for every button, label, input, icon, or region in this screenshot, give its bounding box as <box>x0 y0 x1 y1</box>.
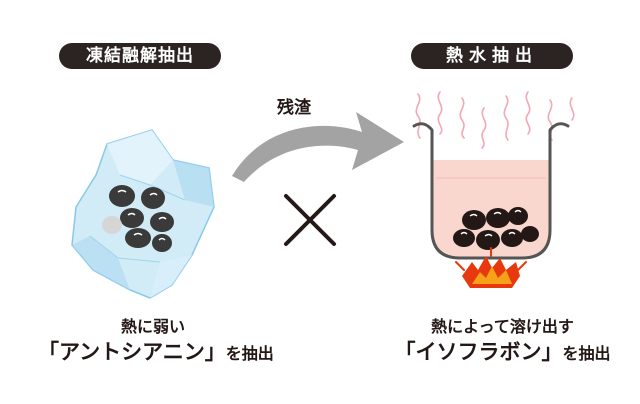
beans-in-pot-icon <box>453 207 539 250</box>
anthocyanin-term: アントシアニン <box>59 340 205 364</box>
right-caption: 熱によって溶け出す 「イソフラボン」を抽出 <box>380 316 625 368</box>
right-caption-line1: 熱によって溶け出す <box>431 317 574 336</box>
left-caption: 熱に弱い 「アントシアニン」を抽出 <box>38 316 274 368</box>
steam-icon <box>415 91 575 149</box>
left-caption-suffix: を抽出 <box>225 344 274 363</box>
isoflavone-term: イソフラボン <box>415 340 542 364</box>
right-caption-suffix: を抽出 <box>562 344 611 363</box>
left-open-bracket: 「 <box>38 340 59 364</box>
flame-icon <box>455 247 527 288</box>
right-close-bracket: 」 <box>541 340 563 364</box>
cross-mark-icon <box>284 194 336 246</box>
freeze-thaw-extraction-header: 凍結融解抽出 <box>59 43 221 69</box>
left-close-bracket: 」 <box>204 340 226 364</box>
right-caption-line2: 「イソフラボン」を抽出 <box>380 338 625 368</box>
left-caption-line2: 「アントシアニン」を抽出 <box>38 338 274 368</box>
right-open-bracket: 「 <box>394 340 416 364</box>
residue-label: 残渣 <box>277 98 311 118</box>
hot-water-extraction-header: 熱水抽出 <box>411 43 573 69</box>
ice-block-icon <box>71 129 215 299</box>
curved-arrow-icon <box>232 112 404 182</box>
left-caption-line1: 熱に弱い <box>120 317 185 336</box>
beans-in-ice-icon <box>102 185 174 252</box>
